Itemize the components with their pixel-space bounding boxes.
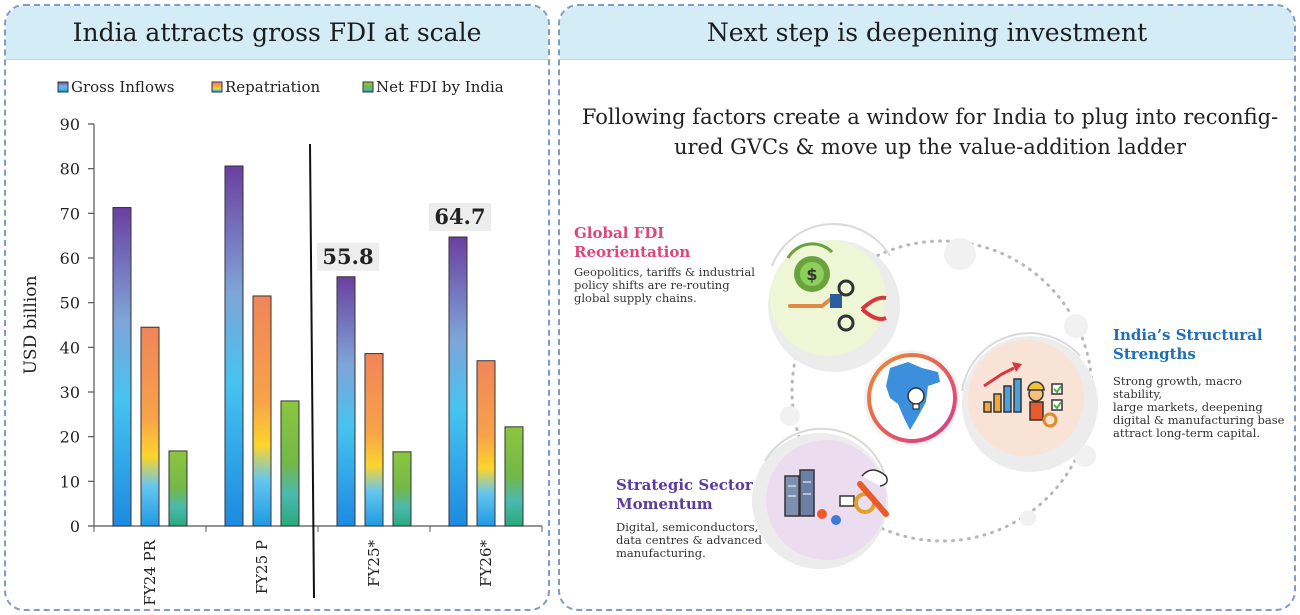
y-tick-label: 20 <box>60 428 80 447</box>
india-map-idea-icon <box>886 362 940 430</box>
y-tick-label: 80 <box>60 160 80 179</box>
y-tick-label: 30 <box>60 383 80 402</box>
server-team-tools-icon <box>784 469 889 525</box>
y-tick-label: 60 <box>60 249 80 268</box>
chart-legend: Gross Inflows Repatriation Net FDI by Indi… <box>57 78 504 96</box>
fdi-bar-chart: Gross Inflows Repatriation Net FDI by Indi… <box>21 78 543 606</box>
x-category-label: FY24 PR <box>141 539 159 605</box>
y-tick-label: 40 <box>60 338 80 357</box>
factor-structural-title: India’s Structural Strengths <box>1113 326 1263 363</box>
chart-panel-title: India attracts gross FDI at scale <box>6 6 548 60</box>
bar-repatriation <box>140 326 160 527</box>
decor-dot <box>1064 314 1088 338</box>
investment-panel: Next step is deepening investment Follow… <box>558 4 1296 611</box>
decor-dot <box>1020 510 1036 526</box>
y-axis-title: USD billion <box>21 276 41 375</box>
chart-bars <box>112 165 524 527</box>
legend-label: Gross Inflows <box>71 78 175 96</box>
value-callout-label: 55.8 <box>322 244 373 269</box>
global-fdi-node: $ <box>768 223 900 372</box>
bar-gross-inflows <box>224 165 244 527</box>
factor-strategic-desc: Digital, semiconductors, data centres & … <box>616 520 762 560</box>
bar-repatriation <box>364 353 384 527</box>
y-tick-label: 70 <box>60 204 80 223</box>
factors-diagram: $ <box>752 223 1098 569</box>
fdi-chart-panel: India attracts gross FDI at scale <box>4 4 550 611</box>
legend-swatch <box>57 81 69 93</box>
strategic-sector-node <box>752 427 889 569</box>
decor-dot <box>944 238 976 270</box>
decor-dot <box>780 406 800 426</box>
factor-structural-desc: Strong growth, macro stability, large ma… <box>1113 374 1285 440</box>
investment-panel-title: Next step is deepening investment <box>560 6 1294 60</box>
x-category-label: FY25 P <box>253 540 271 594</box>
bar-gross-inflows <box>448 236 468 527</box>
factor-global-fdi-title: Global FDI Reorientation <box>574 224 691 261</box>
bar-gross-inflows <box>112 207 132 527</box>
period-divider-line <box>309 143 315 599</box>
bar-net-fdi-by-india <box>392 451 412 527</box>
bar-net-fdi-by-india <box>168 450 188 527</box>
y-tick-label: 50 <box>60 294 80 313</box>
intro-text: Following factors create a window for In… <box>580 102 1280 162</box>
x-category-label: FY26* <box>477 540 495 587</box>
y-tick-label: 0 <box>70 517 80 536</box>
legend-label: Repatriation <box>225 78 321 96</box>
growth-chart-worker-icon <box>983 362 1063 428</box>
legend-label: Net FDI by India <box>376 78 504 96</box>
intro-line-1: Following factors create a window for In… <box>581 105 1279 129</box>
bar-gross-inflows <box>336 276 356 527</box>
intro-line-2: ured GVCs & move up the value-addition l… <box>673 135 1187 159</box>
india-center-node <box>864 350 960 446</box>
x-category-label: FY25* <box>365 540 383 587</box>
money-exchange-gear-icon: $ <box>786 242 887 332</box>
bar-repatriation <box>252 295 272 527</box>
svg-text:$: $ <box>806 265 817 284</box>
value-callout-box <box>317 242 379 271</box>
y-tick-label: 90 <box>60 115 80 134</box>
bar-net-fdi-by-india <box>504 426 524 527</box>
y-tick-label: 10 <box>60 472 80 491</box>
factor-global-fdi-desc: Geopolitics, tariffs & industrial policy… <box>574 265 755 305</box>
legend-swatch <box>362 81 374 93</box>
legend-swatch <box>211 81 223 93</box>
factor-strategic-title: Strategic Sector Momentum <box>616 476 753 513</box>
structural-strengths-node <box>961 332 1098 472</box>
value-callout-label: 64.7 <box>434 204 485 229</box>
bar-net-fdi-by-india <box>280 400 300 527</box>
chart-callouts: 55.8 64.7 <box>317 203 491 271</box>
bar-repatriation <box>476 360 496 527</box>
value-callout-box <box>429 203 491 232</box>
